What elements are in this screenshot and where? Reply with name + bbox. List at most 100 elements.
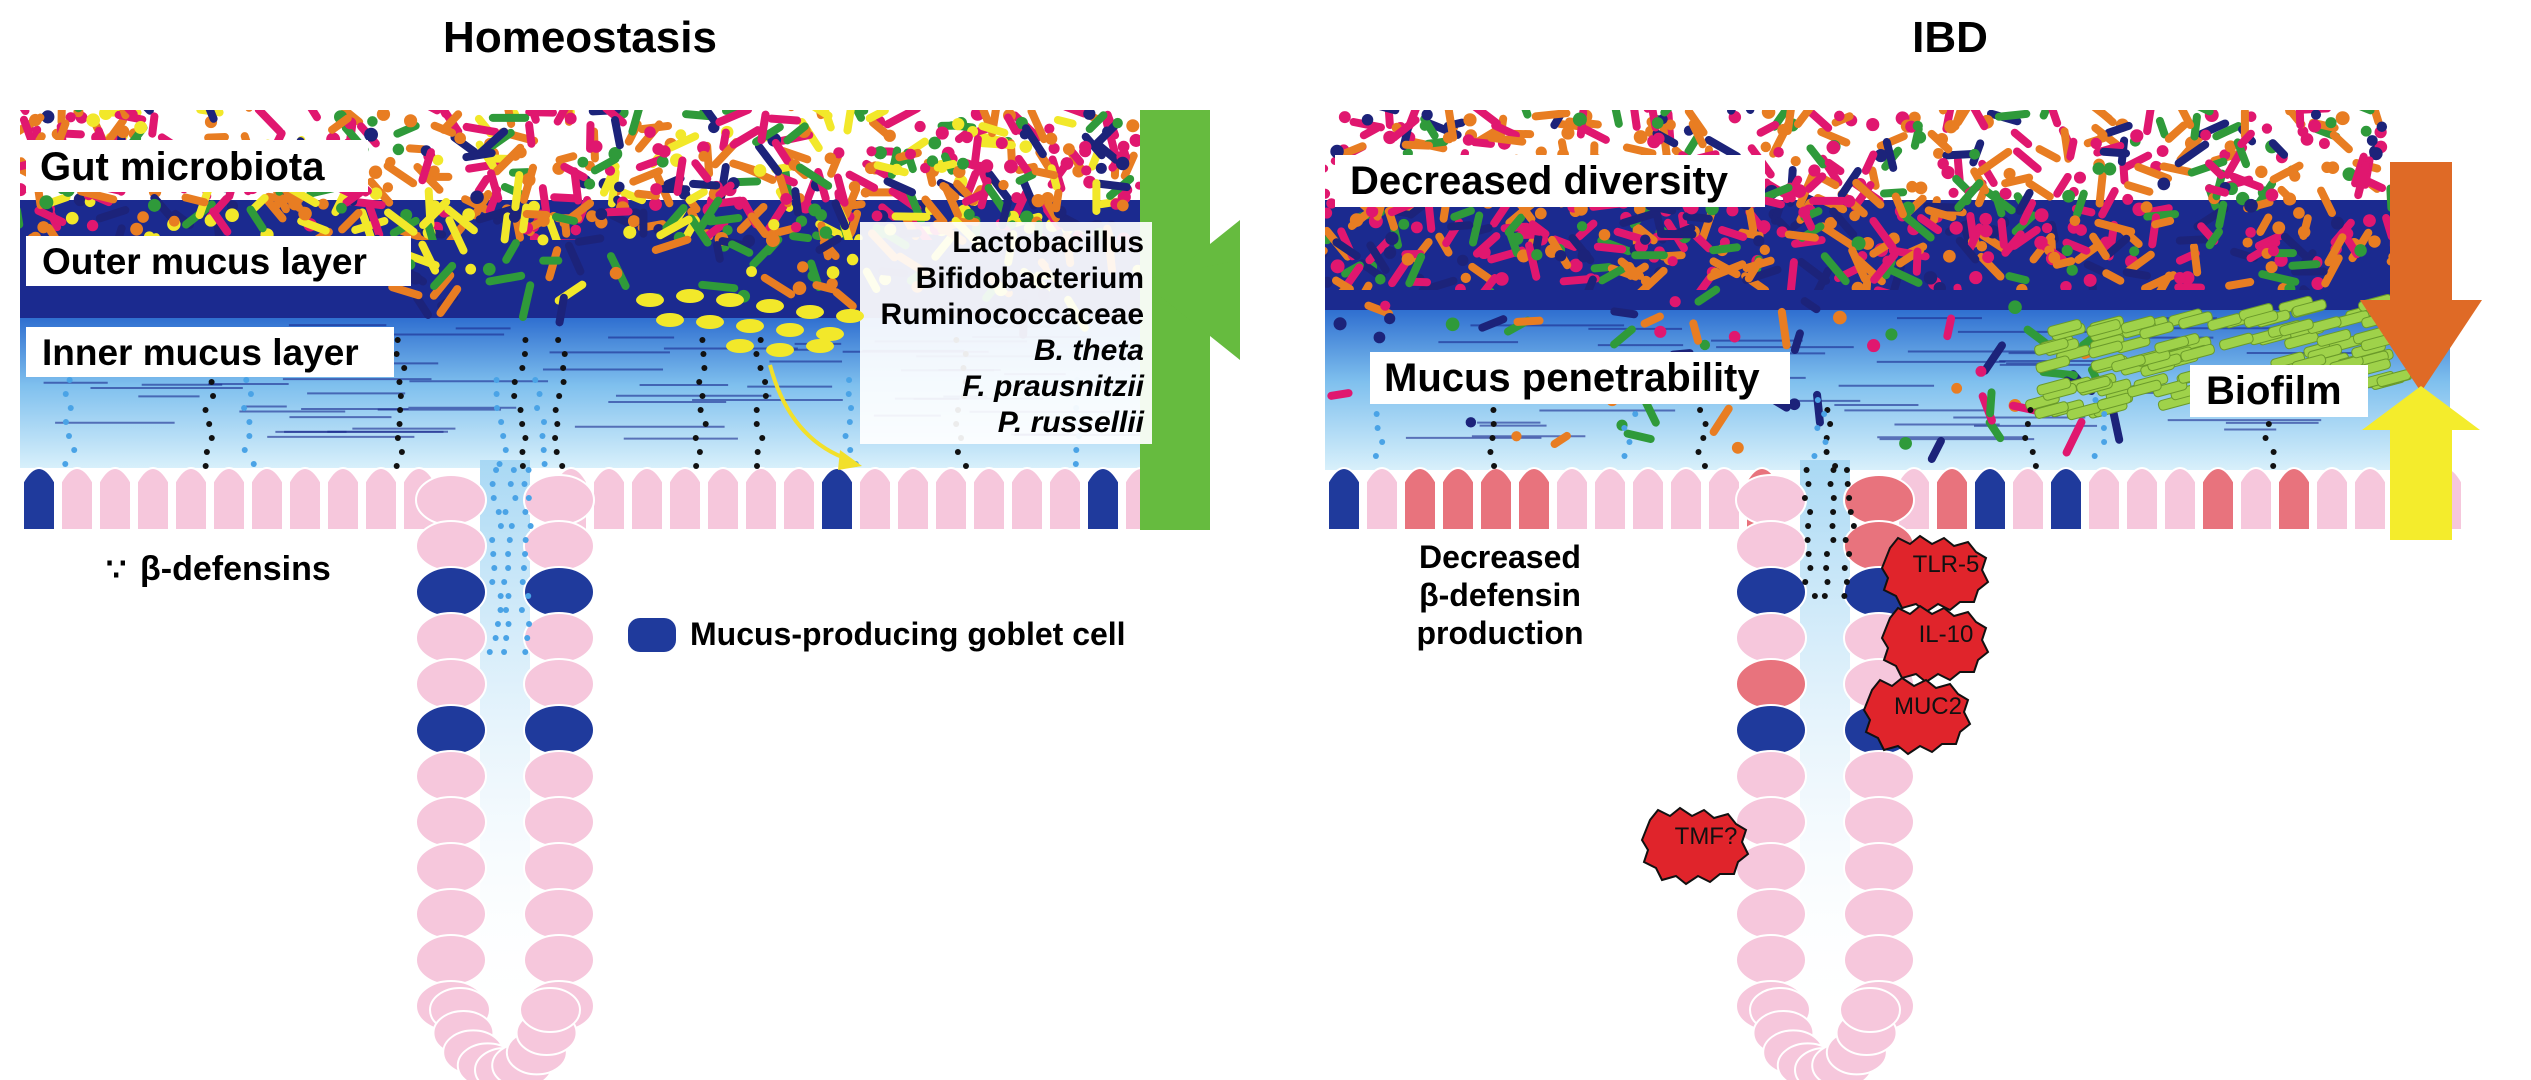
microbe-rod xyxy=(757,110,770,145)
mucin-dot xyxy=(493,467,500,473)
microbe-rod xyxy=(2122,268,2151,280)
gut-microbiota-label: Gut microbiota xyxy=(40,145,325,189)
microbe-coccus xyxy=(1944,120,1958,134)
microbe-coccus xyxy=(2122,193,2134,205)
microbe-coccus xyxy=(2308,119,2322,133)
microbe-rod xyxy=(715,110,752,126)
microbe-rod xyxy=(234,110,253,112)
microbe-coccus xyxy=(928,136,942,150)
microbe-rod xyxy=(1882,138,1898,172)
microbe-rod xyxy=(2143,110,2157,136)
microbe-coccus xyxy=(722,224,733,236)
mucin-dot xyxy=(505,593,512,599)
microbe-coccus xyxy=(2244,198,2258,213)
crypt-cell xyxy=(1843,842,1915,894)
microbe-rod xyxy=(2053,172,2072,198)
microbe-coccus xyxy=(2376,121,2388,132)
microbe-coccus xyxy=(2083,273,2097,287)
microbe-coccus xyxy=(1457,254,1469,267)
microbe-rod xyxy=(429,271,455,300)
goblet-cell-legend-label: Mucus-producing goblet cell xyxy=(690,616,1126,652)
microbe-coccus xyxy=(1384,312,1396,325)
microbe-coccus xyxy=(2311,277,2325,290)
microbe-rod xyxy=(1364,301,1394,318)
crypt-cell xyxy=(1843,750,1915,802)
microbe-rod xyxy=(2104,234,2131,259)
microbe-rod xyxy=(2119,151,2153,173)
microbe-rod xyxy=(1590,263,1613,273)
microbe-rod xyxy=(1390,116,1420,142)
biofilm-bacterium xyxy=(2047,319,2082,337)
microbe-coccus xyxy=(1914,181,1928,195)
microbe-rod xyxy=(1873,286,1897,290)
inflamed-crypt-cell xyxy=(1735,658,1807,710)
microbe-rod xyxy=(1800,297,1821,314)
microbe-coccus xyxy=(1951,382,1963,394)
microbe-rod xyxy=(1550,431,1571,448)
defensin-dot xyxy=(954,449,961,455)
microbe-rod xyxy=(2254,231,2285,250)
epithelial-cell xyxy=(1593,467,1627,531)
microbe-coccus xyxy=(2062,189,2076,203)
microbe-rod xyxy=(1848,246,1869,283)
microbe-rod xyxy=(2151,216,2175,229)
defensin-dot xyxy=(1823,449,1830,455)
microbe-rod xyxy=(603,207,633,217)
microbe-rod xyxy=(1660,110,1683,117)
microbe-coccus xyxy=(147,198,161,212)
microbe-rod xyxy=(1579,124,1610,144)
microbe-coccus xyxy=(364,127,378,142)
microbe-coccus xyxy=(2066,264,2078,276)
microbe-coccus xyxy=(20,183,27,197)
microbe-rod xyxy=(2119,161,2129,185)
ibd-panel: IBD Decreased diversity Mucus penetrabil… xyxy=(1325,13,2482,1080)
microbe-coccus xyxy=(1019,129,1030,140)
microbe-rod xyxy=(883,177,917,197)
microbe-coccus xyxy=(392,143,405,156)
microbe-rod xyxy=(1331,276,1354,290)
microbe-coccus xyxy=(2326,161,2340,174)
epithelial-cell xyxy=(136,467,170,531)
biofilm-bacterium xyxy=(2034,401,2069,419)
homeostasis-panel: Homeostasis Gut microbiota Outer mucus l… xyxy=(20,13,1240,1080)
defensin-dot xyxy=(203,449,210,455)
mucin-dot xyxy=(67,405,74,411)
microbe-rod xyxy=(522,209,551,219)
microbe-rod xyxy=(1976,147,2013,176)
microbe-rod xyxy=(2119,226,2143,248)
mucin-dot xyxy=(489,537,496,543)
defensin-dot xyxy=(1803,467,1810,473)
microbe-coccus xyxy=(1759,244,1770,256)
microbe-rod xyxy=(2010,128,2033,149)
epithelial-cell xyxy=(782,467,816,531)
microbe-coccus xyxy=(734,199,745,210)
microbe-coccus xyxy=(382,182,394,193)
mucin-dot xyxy=(486,649,493,655)
microbe-rod xyxy=(1120,151,1138,180)
defensin-symbol-icon: ∵ xyxy=(106,551,126,587)
microbe-coccus xyxy=(765,233,780,248)
microbe-coccus xyxy=(2272,221,2286,235)
production-label: production xyxy=(1416,615,1583,651)
microbe-coccus xyxy=(86,219,99,232)
microbe-rod xyxy=(1617,257,1645,280)
biofilm-bacterium xyxy=(2180,343,2215,362)
goblet-cell xyxy=(523,566,595,618)
microbe-rod xyxy=(1912,247,1922,276)
defensin-dot xyxy=(208,435,215,441)
defensin-dot xyxy=(393,463,400,469)
epithelium-homeostasis xyxy=(22,460,1158,1080)
microbe-rod xyxy=(2354,161,2370,200)
defensin-dot xyxy=(1827,481,1834,487)
microbe-coccus xyxy=(570,224,582,236)
defensin-dot xyxy=(2027,407,2034,413)
crypt-cell xyxy=(1843,934,1915,986)
microbe-rod xyxy=(883,110,922,129)
microbe-rod xyxy=(1575,219,1598,241)
defensin-dot xyxy=(1846,551,1853,557)
microbe-coccus xyxy=(1912,120,1923,131)
microbe-coccus xyxy=(564,112,577,125)
microbe-rod xyxy=(20,110,30,115)
defensin-dot xyxy=(522,337,529,343)
mucin-dot xyxy=(493,377,500,383)
